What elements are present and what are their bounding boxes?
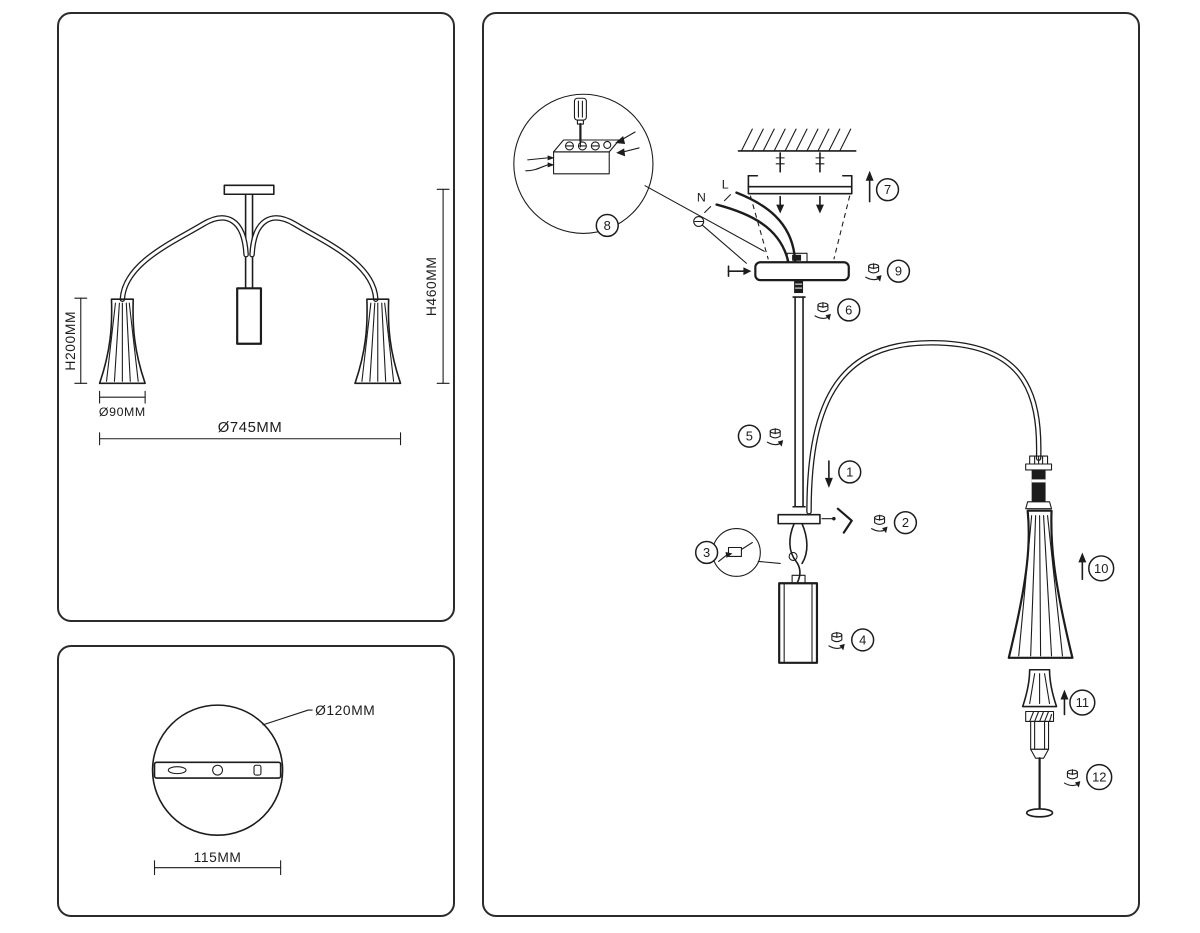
- screw-icon-12: [1063, 769, 1081, 789]
- dim-label-shade-diameter: Ø90MM: [99, 405, 146, 419]
- spec-panel: H200MM Ø90MM H460MM Ø745MM: [57, 12, 455, 622]
- step-badge-11: 11: [1069, 689, 1096, 716]
- detail-leader-line: [644, 185, 765, 252]
- assembly-panel: 7: [482, 12, 1140, 917]
- step-badge-2: 2: [893, 510, 918, 535]
- screw-icon-6: [814, 301, 832, 321]
- dim-mount-width: 115MM: [153, 850, 282, 876]
- step-10-arrow: [1078, 552, 1087, 581]
- large-shade: [1007, 509, 1074, 659]
- right-shade: [354, 298, 402, 385]
- step-11-arrow: [1060, 689, 1069, 716]
- assembly-diagram: 7: [513, 93, 1115, 818]
- arched-arm: [806, 339, 1042, 515]
- mount-diagram: Ø120MM 115MM: [151, 703, 375, 876]
- step-badge-7: 7: [875, 178, 900, 202]
- svg-text:11: 11: [1076, 695, 1089, 710]
- down-rod: [792, 296, 806, 508]
- supply-wires: [704, 191, 797, 263]
- svg-text:4: 4: [859, 632, 866, 647]
- screw-icon-9: [865, 263, 883, 283]
- connector-plate: [777, 507, 853, 534]
- step-badge-3: 3: [694, 540, 719, 565]
- dim-label-fixture-diameter: Ø745MM: [218, 420, 283, 436]
- spec-diagram: H200MM Ø90MM H460MM Ø745MM: [62, 184, 450, 446]
- svg-text:9: 9: [895, 264, 902, 279]
- svg-text:5: 5: [746, 429, 753, 444]
- connector-detail-circle: [712, 528, 781, 577]
- step-badge-4: 4: [851, 628, 875, 652]
- step-badge-8: 8: [595, 213, 619, 238]
- wire-label-neutral: N: [697, 191, 707, 205]
- hook-wires: [788, 522, 808, 585]
- svg-text:12: 12: [1092, 770, 1106, 785]
- dim-label-fixture-height: H460MM: [423, 256, 439, 316]
- central-body: [778, 574, 819, 664]
- dim-fixture-height: H460MM: [423, 188, 450, 384]
- wiring-detail-circle: [513, 93, 765, 252]
- svg-text:10: 10: [1094, 561, 1108, 576]
- step-badge-1: 1: [838, 460, 862, 484]
- dim-label-mount-width: 115MM: [194, 850, 242, 865]
- svg-text:6: 6: [845, 302, 852, 317]
- step-1-arrow: [824, 460, 833, 488]
- svg-text:2: 2: [902, 515, 909, 530]
- allen-key-icon: [836, 507, 853, 534]
- wire-label-live: L: [722, 178, 730, 192]
- step-badge-12: 12: [1086, 763, 1113, 791]
- step-badge-6: 6: [837, 298, 861, 322]
- step-badge-9: 9: [886, 259, 911, 283]
- dim-shade-height: H200MM: [62, 297, 88, 384]
- dim-label-canopy-diameter: Ø120MM: [315, 703, 375, 718]
- dim-shade-diameter: Ø90MM: [99, 390, 146, 419]
- ground-screw: [693, 215, 747, 264]
- slot-hole: [167, 766, 187, 775]
- wire-arrows: [525, 131, 640, 172]
- screw-icon-4: [828, 631, 846, 651]
- ceiling: [737, 128, 857, 152]
- svg-text:3: 3: [703, 545, 710, 560]
- mount-panel: Ø120MM 115MM: [57, 645, 455, 917]
- lamp-outline: [119, 184, 379, 345]
- lamp-socket: [1025, 455, 1053, 510]
- svg-text:1: 1: [846, 464, 853, 479]
- center-hole: [212, 764, 224, 776]
- step-7-arrow: [865, 170, 874, 203]
- step-badge-5: 5: [737, 424, 762, 448]
- screwdriver-icon: [573, 97, 587, 148]
- square-hole: [253, 764, 262, 776]
- svg-text:8: 8: [604, 218, 611, 233]
- canopy-plate: [151, 704, 284, 836]
- svg-text:7: 7: [884, 182, 891, 197]
- bottom-socket: [1025, 710, 1055, 818]
- screw-icon-5: [766, 428, 784, 448]
- step-badge-10: 10: [1088, 555, 1115, 582]
- terminal-block: [553, 139, 620, 175]
- inner-diffuser: [1021, 668, 1058, 708]
- dim-canopy-diameter: Ø120MM: [262, 703, 375, 726]
- anchor-bolts: [775, 152, 825, 173]
- dim-label-shade-height: H200MM: [62, 311, 78, 371]
- left-shade: [98, 298, 146, 385]
- dim-fixture-diameter: Ø745MM: [99, 420, 402, 446]
- mounting-bracket: [747, 174, 853, 260]
- screw-icon-2: [871, 514, 889, 534]
- canopy: [727, 252, 850, 294]
